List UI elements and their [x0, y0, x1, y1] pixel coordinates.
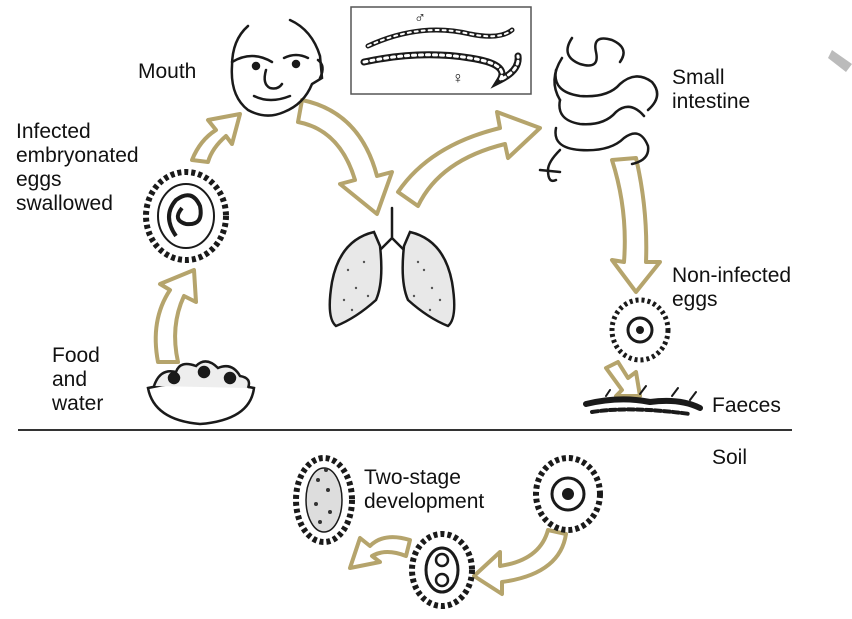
label-non-infected-eggs: Non-infected eggs — [672, 264, 791, 312]
label-infected-eggs-line-4: swallowed — [16, 192, 113, 215]
food-bowl-illustration — [146, 360, 256, 426]
arrow-lower-egg-to-larva-egg — [348, 535, 412, 570]
arrow-eggs-to-mouth — [190, 112, 242, 164]
label-small-intestine: Small intestine — [672, 66, 750, 114]
arrow-eggs-to-faeces — [604, 360, 642, 398]
male-symbol-icon: ♂ — [414, 10, 426, 27]
label-faeces: Faeces — [712, 394, 781, 417]
arrow-lungs-to-intestine — [396, 110, 542, 208]
arrow-soil-egg-to-lower-egg — [472, 528, 568, 596]
label-food-water-line-3: water — [52, 392, 104, 415]
label-two-stage-line-1: Two-stage — [364, 466, 461, 489]
arrow-food-to-eggs — [153, 268, 198, 364]
label-infected-eggs-line-2: embryonated — [16, 144, 139, 167]
label-small-intestine-line-1: Small — [672, 66, 725, 89]
faeces-illustration — [583, 385, 703, 416]
embryonated-egg-illustration — [143, 169, 229, 263]
small-intestine-illustration — [538, 36, 659, 183]
dividing-egg-illustration — [409, 531, 475, 609]
label-infected-eggs-line-3: eggs — [16, 168, 62, 191]
adult-worms-inset — [350, 6, 532, 95]
label-non-infected-eggs-line-2: eggs — [672, 288, 718, 311]
corner-chevron-icon — [828, 50, 852, 72]
label-food-water-line-2: and — [52, 368, 88, 391]
cycle-arrows — [153, 98, 662, 596]
face-illustration — [230, 18, 324, 117]
label-food-water-line-1: Food — [52, 344, 100, 367]
lungs-illustration — [328, 206, 456, 328]
label-food-water: Food and water — [52, 344, 103, 416]
label-two-stage: Two-stage development — [364, 466, 484, 514]
soil-egg-illustration — [533, 455, 603, 533]
label-soil: Soil — [712, 446, 748, 469]
arrow-mouth-to-lungs — [296, 98, 394, 216]
label-two-stage-line-2: development — [364, 490, 485, 513]
label-mouth: Mouth — [138, 60, 197, 83]
label-infected-eggs-line-1: Infected — [16, 120, 91, 143]
female-symbol-icon: ♀ — [452, 70, 464, 87]
non-infected-egg-illustration — [609, 297, 671, 363]
label-non-infected-eggs-line-1: Non-infected — [672, 264, 792, 287]
label-small-intestine-line-2: intestine — [672, 90, 751, 113]
larva-egg-illustration — [293, 455, 355, 545]
arrow-intestine-to-eggs — [610, 156, 662, 294]
label-infected-eggs: Infected embryonated eggs swallowed — [16, 120, 139, 216]
